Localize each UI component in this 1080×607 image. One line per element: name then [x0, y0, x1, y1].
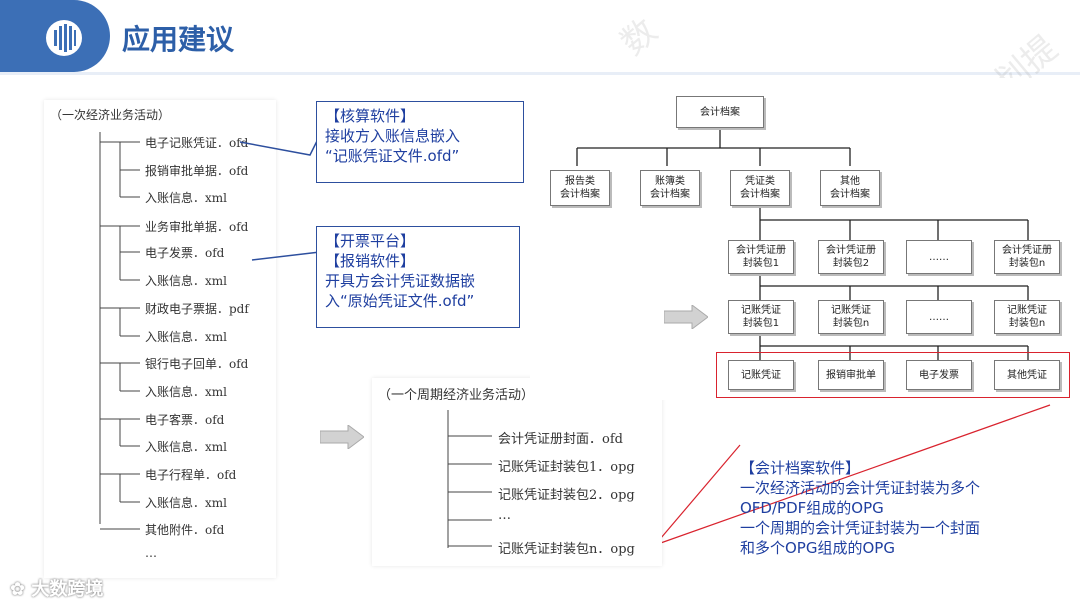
- brand-logo: ✿ 大数跨境: [10, 575, 103, 601]
- tree-item: 银行电子回单．ofd: [145, 357, 249, 371]
- tree-item: 入账信息．xml: [145, 274, 227, 288]
- tree-item: 入账信息．xml: [145, 330, 227, 344]
- tree-item: 入账信息．xml: [145, 496, 227, 510]
- page-title: 应用建议: [122, 23, 235, 56]
- voucher-book-package-node: ……: [906, 240, 972, 274]
- voucher-package-node: 记账凭证 封装包n: [818, 300, 884, 334]
- voucher-type-node: 报销审批单: [818, 360, 884, 390]
- note-line: 【会计档案软件】: [740, 459, 861, 477]
- period-activity-tree-panel: （一个周期经济业务活动） 会计凭证册封面．ofd 记账凭证封装包1．opg 记账…: [372, 378, 662, 566]
- tree-root-label: （一次经济业务活动）: [50, 108, 171, 122]
- voucher-book-package-node: 会计凭证册 封装包2: [818, 240, 884, 274]
- archive-category-node: 其他 会计档案: [820, 170, 880, 206]
- note-line: 一个周期的会计凭证封装为一个封面: [740, 519, 981, 537]
- tree-item: 业务审批单据．ofd: [145, 220, 249, 234]
- sound-wave-icon: [46, 20, 82, 56]
- voucher-type-node: 其他凭证: [994, 360, 1060, 390]
- tree-item: 会计凭证册封面．ofd: [498, 432, 623, 447]
- archive-category-node: 账簿类 会计档案: [640, 170, 700, 206]
- tree-item: 报销审批单据．ofd: [145, 164, 249, 178]
- watermark: 数: [613, 10, 666, 64]
- tree-connector-lines: [99, 132, 140, 530]
- voucher-package-node: 记账凭证 封装包1: [728, 300, 794, 334]
- archive-hierarchy-panel: 会计档案 报告类 会计档案 账簿类 会计档案 凭证类 会计档案 其他 会计档案 …: [530, 78, 1076, 400]
- callout-line: 【核算软件】: [325, 107, 416, 125]
- single-activity-tree-panel: （一次经济业务活动） 电子记账凭证．ofd 报销审批单据．ofd 入账信息．xm…: [44, 100, 276, 578]
- voucher-book-package-node: 会计凭证册 封装包1: [728, 240, 794, 274]
- callout-line: 开具方会计凭证数据嵌: [325, 272, 476, 290]
- tree-item: 入账信息．xml: [145, 385, 227, 399]
- gray-arrow-icon: [664, 305, 708, 329]
- tree-item: 电子发票．ofd: [145, 246, 225, 260]
- voucher-type-node: 记账凭证: [728, 360, 794, 390]
- callout-line: 【报销软件】: [325, 252, 416, 270]
- tree-connector-lines: [447, 410, 492, 548]
- voucher-book-package-node: 会计凭证册 封装包n: [994, 240, 1060, 274]
- archive-category-node: 报告类 会计档案: [550, 170, 610, 206]
- tree-item: 记账凭证封装包1．opg: [498, 460, 635, 475]
- callout-line: “记账凭证文件.ofd”: [325, 147, 460, 165]
- tree-item: …: [498, 508, 511, 523]
- tree-item: 电子客票．ofd: [145, 413, 225, 427]
- gray-arrow-icon: [320, 425, 364, 449]
- archive-software-note: 【会计档案软件】 一次经济活动的会计凭证封装为多个 OFD/PDF组成的OPG …: [740, 458, 1060, 558]
- callout-line: 接收方入账信息嵌入: [325, 127, 461, 145]
- tree-item: 财政电子票据．pdf: [145, 302, 249, 316]
- tree-item: 电子行程单．ofd: [145, 468, 237, 482]
- header-accent-bar: [0, 0, 110, 72]
- accounting-software-callout: 【核算软件】 接收方入账信息嵌入 “记账凭证文件.ofd”: [316, 101, 524, 183]
- note-line: 一次经济活动的会计凭证封装为多个: [740, 479, 981, 497]
- header-divider: [0, 72, 1080, 75]
- tree-item: 记账凭证封装包n．opg: [498, 542, 635, 557]
- hierarchy-connector-lines: [576, 126, 1029, 360]
- voucher-package-node: 记账凭证 封装包n: [994, 300, 1060, 334]
- voucher-package-node: ……: [906, 300, 972, 334]
- logo-text: 大数跨境: [31, 579, 104, 600]
- tree-item: 其他附件．ofd: [145, 523, 225, 537]
- tree-root-label: （一个周期经济业务活动）: [378, 388, 535, 403]
- archive-root-node: 会计档案: [676, 96, 764, 128]
- note-line: OFD/PDF组成的OPG: [740, 499, 884, 517]
- tree-item: …: [145, 546, 157, 560]
- tree-item: 入账信息．xml: [145, 440, 227, 454]
- voucher-type-node: 电子发票: [906, 360, 972, 390]
- voucher-group-highlight: [716, 352, 1070, 398]
- note-line: 和多个OPG组成的OPG: [740, 539, 895, 557]
- callout-line: 入“原始凭证文件.ofd”: [325, 292, 475, 310]
- archive-category-node: 凭证类 会计档案: [730, 170, 790, 206]
- tree-item: 记账凭证封装包2．opg: [498, 488, 635, 503]
- callout-line: 【开票平台】: [325, 232, 416, 250]
- tree-item: 入账信息．xml: [145, 191, 227, 205]
- invoice-platform-callout: 【开票平台】 【报销软件】 开具方会计凭证数据嵌 入“原始凭证文件.ofd”: [316, 226, 520, 328]
- tree-item: 电子记账凭证．ofd: [145, 136, 249, 150]
- logo-icon: ✿: [10, 579, 32, 600]
